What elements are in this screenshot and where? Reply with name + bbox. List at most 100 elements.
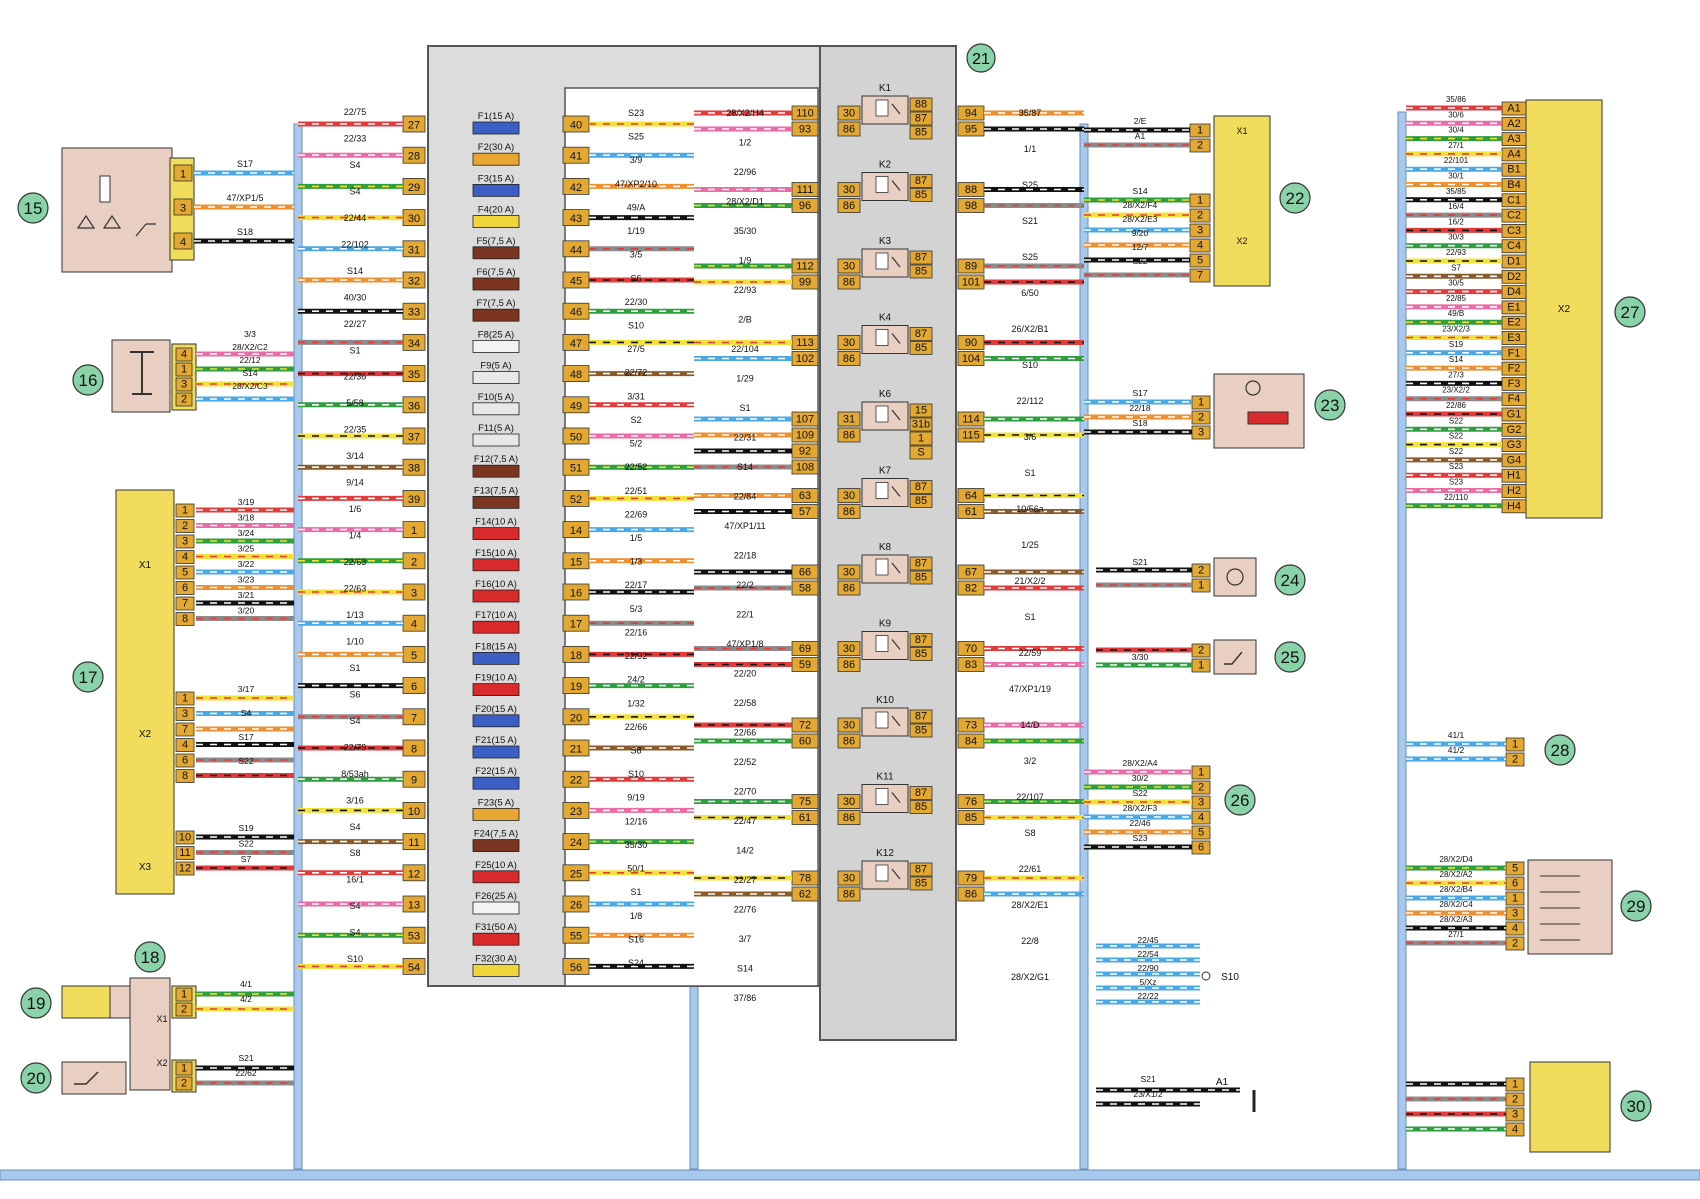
pin-number: 83: [965, 659, 977, 671]
wire-label: S18: [237, 227, 253, 237]
wire-label: S21: [1022, 216, 1038, 226]
fuse: [472, 215, 520, 229]
wire-label: 22/79: [344, 742, 367, 752]
pin-number: 30: [843, 108, 855, 120]
pin-number: 86: [843, 583, 855, 595]
wire-label: S23: [628, 108, 644, 118]
wire-label: 22/46: [1129, 818, 1151, 828]
wire-label: 1/4: [349, 531, 362, 541]
pin-number: 108: [796, 462, 814, 474]
pin-number: 86: [843, 200, 855, 212]
pin-number: 3: [411, 588, 417, 600]
wire-label: 47/XP2/10: [615, 179, 657, 189]
wire-label: 28/X2/C4: [1439, 900, 1473, 909]
wire-label: 1/10: [346, 636, 364, 646]
pin-number: 110: [796, 108, 814, 120]
pin-number: 76: [965, 796, 977, 808]
wire-label: S24: [628, 958, 644, 968]
sensor-head: [109, 985, 131, 1019]
pin-number: 7: [1197, 270, 1203, 282]
wire-label: 3/18: [238, 513, 255, 523]
wire-label: 30/2: [1132, 773, 1149, 783]
pin-number: 15: [915, 405, 927, 417]
wire-label: 2/E: [1134, 116, 1147, 126]
pin: [837, 105, 861, 121]
pin-number: 6: [1198, 842, 1204, 854]
pin: [175, 738, 195, 752]
component-number: 19: [27, 994, 46, 1013]
pin-number: 15: [570, 556, 582, 568]
pin-number: 96: [799, 200, 811, 212]
pin-number: 3: [1197, 225, 1203, 237]
relay-coil-symbol: [875, 635, 889, 652]
wire-label: 22/30: [625, 297, 648, 307]
pin: [909, 174, 933, 188]
fuse-label: F23(5 A): [478, 797, 514, 808]
pin-number: 86: [843, 659, 855, 671]
wire-label: 35/85: [1446, 187, 1467, 196]
pin-number: 18: [570, 650, 582, 662]
pin-number: C1: [1507, 194, 1521, 206]
pin: [173, 232, 193, 250]
switch-symbol: [1224, 651, 1243, 665]
wire-label: 27/1: [1448, 930, 1464, 939]
pin-number: 37: [408, 432, 420, 444]
pin-number: 1: [182, 505, 188, 517]
wire-label: 28/X2/C3: [232, 381, 268, 391]
wire-label: S4: [349, 822, 360, 832]
pin-number: 88: [915, 99, 927, 111]
wire-label: 28/X2/H4: [726, 108, 764, 118]
pin-number: 53: [408, 931, 420, 943]
pin: [909, 723, 933, 738]
pin: [837, 657, 861, 672]
fuse: [472, 558, 520, 572]
wire-label: 22/45: [1137, 935, 1159, 945]
wire-label: 1/2: [739, 138, 752, 148]
wire-label: S21: [1132, 557, 1147, 567]
pin: [909, 417, 933, 432]
wire-label: 6/50: [1021, 288, 1039, 298]
pin-number: 46: [570, 307, 582, 319]
pin-number: H2: [1507, 485, 1521, 497]
pin-number: 73: [965, 720, 977, 732]
pin-number: F4: [1508, 393, 1521, 405]
wire-label: 21/X2/2: [1014, 576, 1045, 586]
pin-number: 12: [179, 863, 191, 875]
relay-coil-symbol: [875, 329, 889, 346]
pin-number: 3: [182, 708, 188, 720]
pin: [909, 403, 933, 418]
fuse: [472, 371, 520, 385]
pin-number: 86: [843, 889, 855, 901]
pin-number: 36: [408, 400, 420, 412]
wire-label: S22: [1449, 416, 1464, 425]
wire-label: 3/24: [238, 528, 255, 538]
pin-number: G3: [1507, 439, 1522, 451]
pin: [175, 596, 195, 611]
wire-label: S1: [349, 345, 360, 355]
wire-label: 28/X2/E1: [1011, 900, 1048, 910]
pin-number: 8: [411, 744, 417, 756]
relay-contact: [891, 562, 901, 574]
fuse-label: F19(10 A): [475, 673, 517, 684]
wire-label: 26/X2/B1: [1011, 324, 1048, 334]
pin-number: 60: [799, 736, 811, 748]
connector-label: X1: [156, 1014, 167, 1024]
component-22: X1X212/E2A1123457S1428/X2/F428/X2/E39/20…: [1084, 115, 1311, 287]
splice-label: S10: [1221, 972, 1239, 983]
pin-number: 3: [1198, 427, 1204, 439]
pin-number: 20: [570, 712, 582, 724]
pin-number: 22: [570, 775, 582, 787]
component-number: 24: [1281, 571, 1300, 590]
wire-label: 22/76: [734, 905, 757, 915]
pin-number: G4: [1507, 454, 1522, 466]
pin-number: B1: [1507, 164, 1520, 176]
pin-number: 1: [181, 364, 187, 376]
wire-label: S4: [349, 928, 360, 938]
pin: [837, 182, 861, 197]
pin-number: 27: [408, 120, 420, 132]
relay-contact: [891, 639, 901, 650]
relay-coil-symbol: [875, 176, 889, 193]
